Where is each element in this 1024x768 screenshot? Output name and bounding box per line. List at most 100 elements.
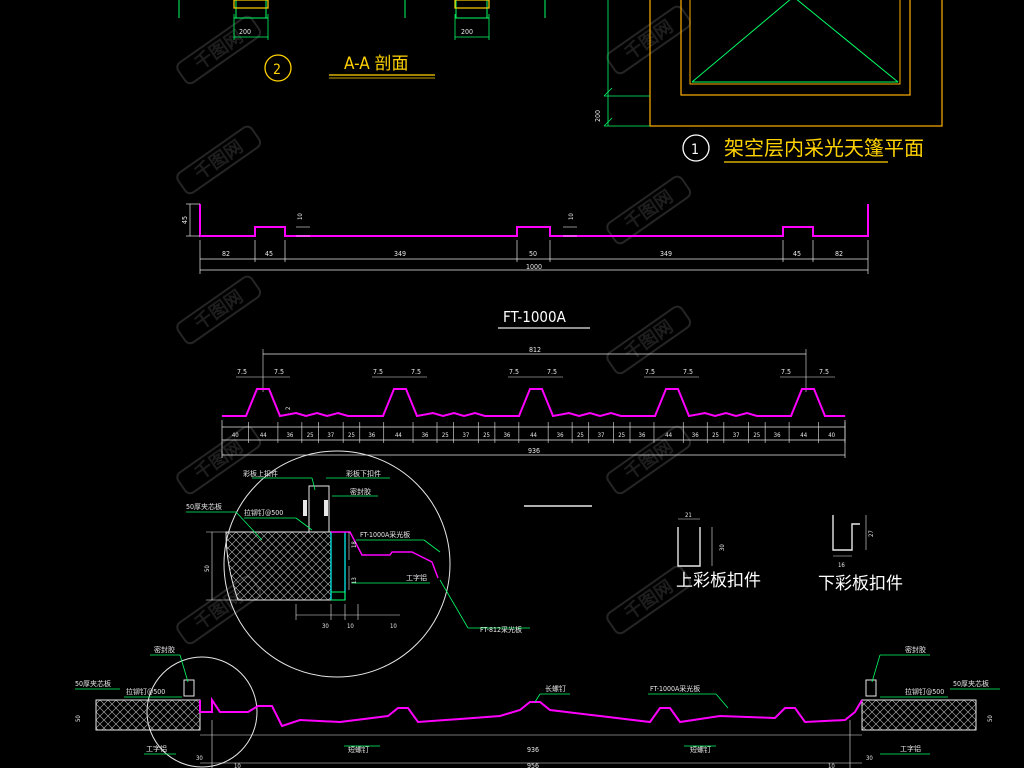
pitch-label: 7.5 bbox=[274, 368, 284, 376]
seg-936-0: 40 bbox=[232, 432, 239, 439]
seg-936-20: 36 bbox=[692, 432, 699, 439]
sealant-left: 密封胶 bbox=[154, 645, 175, 654]
plan-title: 架空层内采光天篷平面 bbox=[724, 136, 924, 160]
short-screw-left: 短螺钉 bbox=[348, 745, 369, 754]
seg-936-9: 25 bbox=[442, 432, 449, 439]
sealant-label: 密封胶 bbox=[350, 487, 371, 496]
detail-dim-30: 30 bbox=[322, 623, 329, 630]
seg-936-1: 44 bbox=[260, 432, 267, 439]
plan-fragment: 200 1 架空层内采光天篷平面 bbox=[594, 0, 943, 163]
seg-936-24: 36 bbox=[774, 432, 781, 439]
detail-dim-10a: 10 bbox=[347, 623, 354, 630]
lip-2: 2 bbox=[285, 407, 292, 410]
seg-936-17: 25 bbox=[618, 432, 625, 439]
seg-936-19: 44 bbox=[665, 432, 672, 439]
watermark: 千图网 bbox=[176, 275, 262, 345]
seg-936-10: 37 bbox=[463, 432, 470, 439]
seg-1000-3: 50 bbox=[529, 250, 537, 258]
pitch-label: 7.5 bbox=[645, 368, 655, 376]
panel-812-label: FT-812采光板 bbox=[480, 625, 522, 634]
seg-936-13: 44 bbox=[530, 432, 537, 439]
dim-200-vertical: 200 bbox=[594, 110, 602, 122]
seg-1000-2: 349 bbox=[394, 250, 406, 258]
dim-200-left: 200 bbox=[239, 28, 251, 36]
detail-circle: 彩板上扣件 彩板下扣件 密封胶 50厚夹芯板 拉铆钉@500 FT-1000A采… bbox=[186, 450, 530, 678]
upper-clip-w: 21 bbox=[685, 512, 692, 519]
watermark: 千图网 bbox=[176, 15, 262, 85]
seg-936-11: 25 bbox=[483, 432, 490, 439]
seg-936-4: 37 bbox=[327, 432, 334, 439]
pitch-label: 7.5 bbox=[411, 368, 421, 376]
bottom-dim-30-right: 30 bbox=[866, 755, 873, 762]
seg-936-8: 36 bbox=[422, 432, 429, 439]
rivet-right: 拉铆钉@500 bbox=[905, 687, 944, 696]
bottom-dim-50-left: 50 bbox=[75, 715, 82, 722]
seg-936-18: 36 bbox=[639, 432, 646, 439]
lower-clip-w: 16 bbox=[838, 562, 845, 569]
total-936: 936 bbox=[528, 447, 540, 455]
panel-left: 50厚夹芯板 bbox=[75, 679, 111, 688]
upper-fastener-label: 彩板上扣件 bbox=[243, 469, 278, 478]
seg-936-22: 37 bbox=[733, 432, 740, 439]
seg-936-2: 36 bbox=[286, 432, 293, 439]
detail-dim-50: 50 bbox=[204, 565, 211, 572]
plan-number: 1 bbox=[691, 142, 699, 158]
profile-936-segments: 40 44 36 25 37 25 36 44 36 25 37 25 36 44 36 25 37 25 36 44… bbox=[232, 422, 846, 443]
seg-936-26: 40 bbox=[828, 432, 835, 439]
bottom-dim-30-left: 30 bbox=[196, 755, 203, 762]
seg-936-23: 25 bbox=[753, 432, 760, 439]
seg-1000-0: 82 bbox=[222, 250, 230, 258]
section-number: 2 bbox=[273, 62, 281, 78]
seg-936-25: 44 bbox=[800, 432, 807, 439]
bottom-profile-line bbox=[199, 696, 863, 728]
seg-936-5: 25 bbox=[348, 432, 355, 439]
upper-clip: 21 30 上彩板扣件 bbox=[676, 512, 761, 591]
pitch-label: 7.5 bbox=[373, 368, 383, 376]
bottom-dim-936: 936 bbox=[527, 746, 539, 754]
profile-1000-line bbox=[199, 204, 869, 237]
profile-936-line bbox=[222, 388, 845, 418]
watermark: 千图网 bbox=[176, 425, 262, 495]
pitch-label: 7.5 bbox=[547, 368, 557, 376]
seg-936-3: 25 bbox=[307, 432, 314, 439]
profile-1000-height: 45 bbox=[181, 216, 189, 224]
detail-dim-18: 18 bbox=[351, 541, 358, 548]
profile-1000-rib-right: 10 bbox=[568, 213, 575, 220]
seg-1000-6: 82 bbox=[835, 250, 843, 258]
lower-clip-h: 27 bbox=[868, 530, 875, 537]
seg-1000-5: 45 bbox=[793, 250, 801, 258]
seg-936-6: 36 bbox=[368, 432, 375, 439]
i-beam-label: 工字铝 bbox=[406, 573, 427, 582]
bottom-dim-10-left: 10 bbox=[234, 763, 241, 768]
light-panel-label: FT-1000A采光板 bbox=[360, 530, 410, 539]
plan-number-circle bbox=[682, 134, 710, 162]
pitch-labels: 7.5 7.5 7.5 7.5 7.5 7.5 7.5 7.5 7.5 7.5 bbox=[236, 368, 835, 378]
bottom-dim-956: 956 bbox=[527, 762, 539, 768]
seg-936-14: 36 bbox=[557, 432, 564, 439]
seg-936-12: 36 bbox=[503, 432, 510, 439]
sealant-right: 密封胶 bbox=[905, 645, 926, 654]
seg-1000-1: 45 bbox=[265, 250, 273, 258]
seg-1000-4: 349 bbox=[660, 250, 672, 258]
pitch-label: 7.5 bbox=[781, 368, 791, 376]
sandwich-panel bbox=[225, 531, 332, 601]
lower-fastener-label: 彩板下扣件 bbox=[346, 469, 381, 478]
seg-936-15: 25 bbox=[577, 432, 584, 439]
pitch-label: 7.5 bbox=[683, 368, 693, 376]
cover-812: 812 bbox=[529, 346, 541, 354]
dim-200-right: 200 bbox=[461, 28, 473, 36]
seg-936-16: 37 bbox=[598, 432, 605, 439]
profile-1000-rib-left: 10 bbox=[297, 213, 304, 220]
upper-clip-title: 上彩板扣件 bbox=[676, 571, 761, 591]
upper-clip-h: 30 bbox=[719, 544, 726, 551]
lower-clip: 16 27 下彩板扣件 bbox=[818, 515, 903, 594]
section-number-circle bbox=[264, 54, 292, 82]
detail-dim-10b: 10 bbox=[390, 623, 397, 630]
watermark: 千图网 bbox=[606, 175, 692, 245]
light-panel-bottom: FT-1000A采光板 bbox=[650, 684, 700, 693]
long-screw: 长螺钉 bbox=[545, 684, 566, 693]
i-beam-right: 工字铝 bbox=[900, 744, 921, 753]
profile-name: FT-1000A bbox=[503, 308, 567, 326]
profile-1000: 45 10 10 82 45 349 50 349 45 82 1000 bbox=[181, 203, 869, 274]
